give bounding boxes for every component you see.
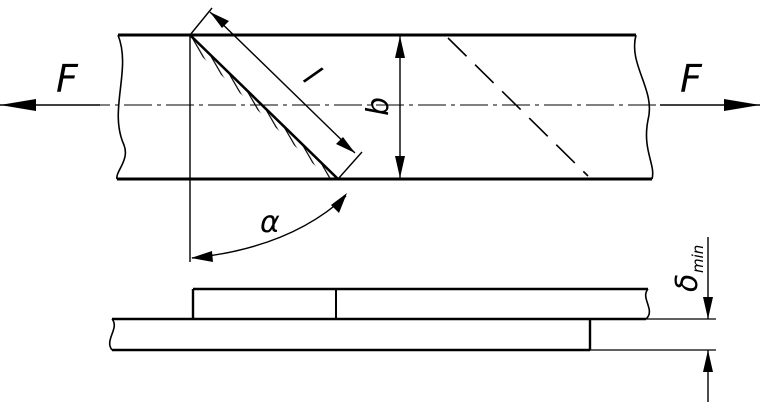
dim-l-arrow-top — [210, 12, 229, 28]
weld-hatch — [190, 35, 338, 179]
hidden-edge-dashed — [447, 37, 589, 177]
gap-label: δ min — [670, 245, 707, 292]
dim-l-arrow-bottom — [336, 137, 355, 153]
force-left-label: F — [56, 57, 79, 101]
dim-b-arrow-bottom — [395, 156, 405, 178]
dim-l-ext-top — [189, 7, 213, 36]
dim-l-line — [209, 11, 356, 154]
dim-b-arrow-top — [395, 36, 405, 58]
angle-label: α — [260, 205, 280, 240]
force-right-arrowhead — [724, 99, 760, 111]
right-break-line — [633, 34, 654, 180]
force-left-arrowhead — [0, 99, 36, 111]
top-view — [0, 7, 760, 262]
dim-delta-arrow-up — [703, 350, 713, 372]
dim-delta-arrow-down — [703, 297, 713, 319]
dim-l-ext-bottom — [337, 151, 363, 180]
angle-arrow-left — [191, 251, 213, 262]
left-break-line — [116, 34, 127, 180]
side-view — [108, 237, 716, 402]
gap-subscript: min — [689, 245, 707, 273]
upper-plate-break — [644, 288, 651, 320]
lower-plate-break — [108, 318, 116, 351]
force-right-label: F — [680, 57, 703, 101]
width-label: b — [361, 97, 396, 116]
gap-symbol: δ — [670, 274, 705, 292]
angle-arrow-right — [331, 193, 347, 213]
angle-arc — [191, 195, 347, 259]
weld-length-label: l — [296, 61, 327, 92]
